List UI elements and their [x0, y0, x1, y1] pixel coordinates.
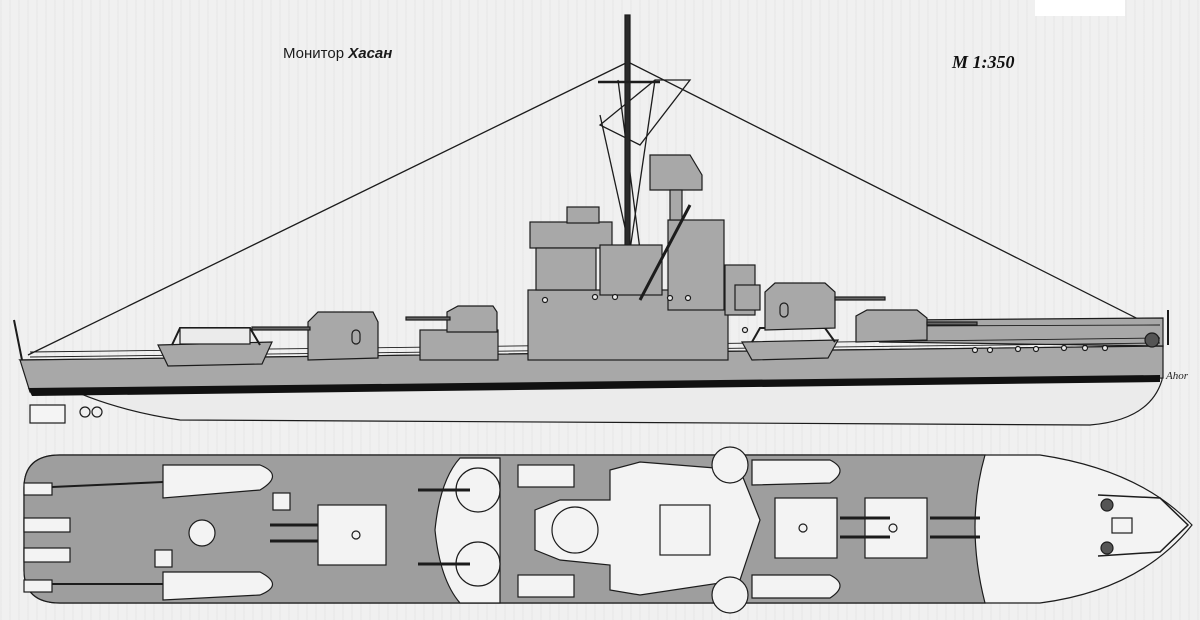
- plan-superfiring-turrets: [418, 457, 501, 604]
- plan-boats: [162, 459, 841, 601]
- fore-boat: [740, 327, 840, 361]
- deck-box: [154, 549, 173, 568]
- portholes: [541, 293, 1109, 354]
- propellers: [79, 406, 103, 418]
- drawing-title: Монитор Хасан: [283, 45, 392, 62]
- superstructure: [527, 154, 761, 361]
- aft-boat: [157, 327, 273, 367]
- title-prefix: Монитор: [283, 45, 345, 62]
- hull-profile: [18, 317, 1164, 426]
- fore-turret-2: [855, 309, 978, 343]
- forecastle-fittings: [1097, 494, 1190, 557]
- stern-flagstaff: [13, 319, 23, 361]
- blank-patch: [1035, 0, 1125, 16]
- plan-turret-aft: [270, 504, 387, 566]
- anchor-icon: [1144, 332, 1160, 348]
- aft-turret-1: [251, 311, 379, 361]
- plan-turrets-fore: [774, 497, 980, 559]
- fore-turret-1: [764, 282, 886, 331]
- deck-box: [272, 492, 291, 511]
- artist-signature: Ahor: [1166, 370, 1188, 382]
- aft-turret-2: [405, 305, 499, 361]
- plan-superstructure: [517, 446, 761, 614]
- ship-name: Хасан: [348, 45, 393, 62]
- scale-label: М 1:350: [952, 52, 1015, 72]
- stern-fittings: [23, 482, 71, 593]
- plan-barrels-aft: [51, 481, 164, 585]
- aft-hatch: [188, 519, 216, 547]
